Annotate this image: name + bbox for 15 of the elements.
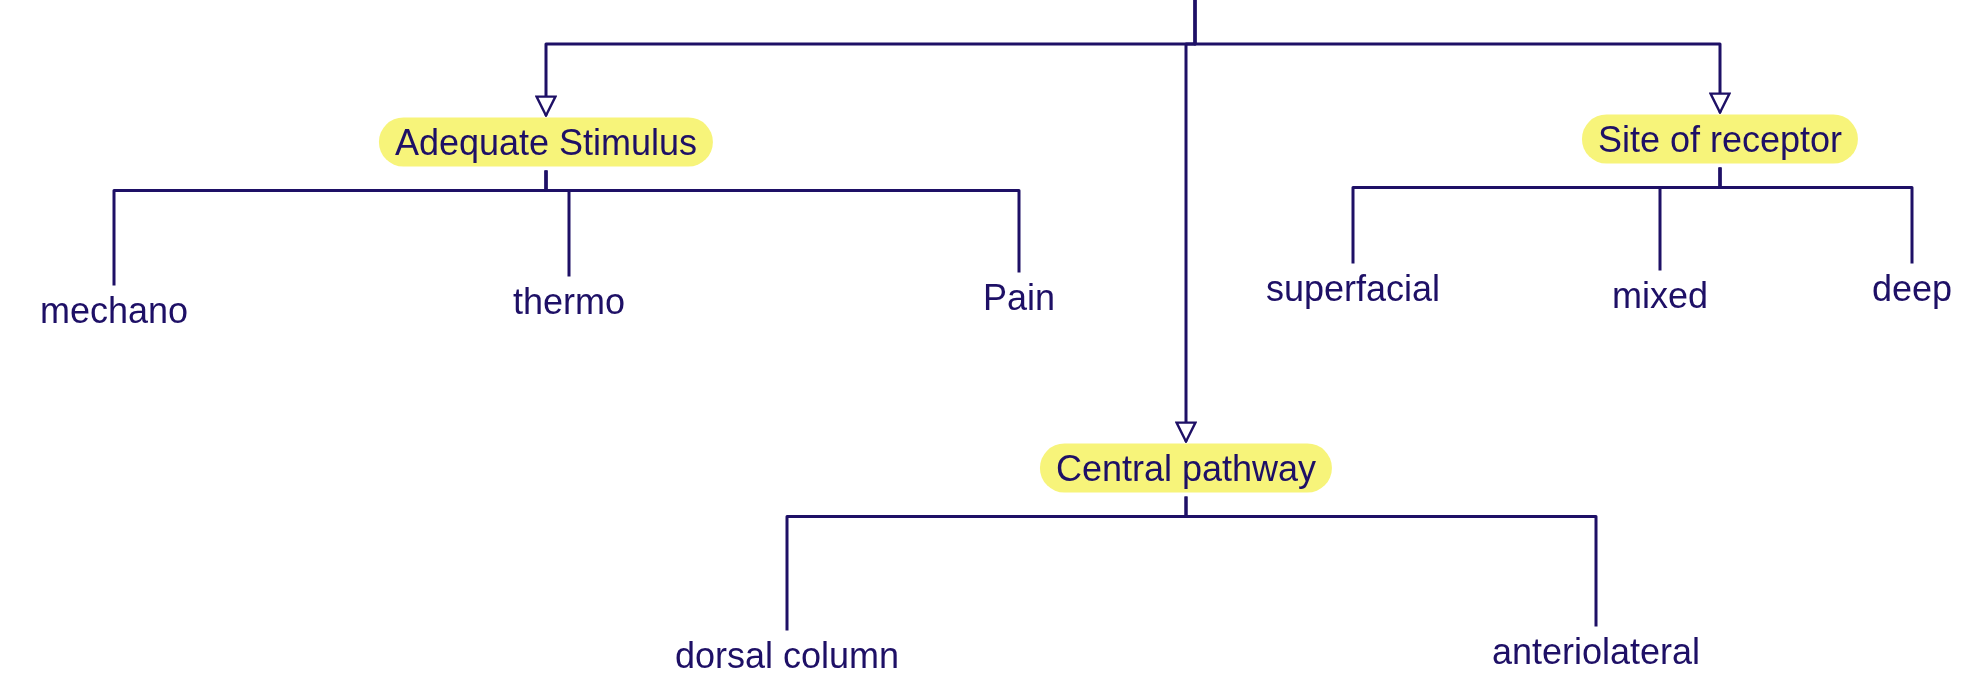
bracket-line xyxy=(1184,496,1598,627)
category-label: Pain xyxy=(982,274,1056,320)
category-label: anteriolateral xyxy=(1491,628,1701,674)
category-label: deep xyxy=(1871,265,1953,311)
category-label: superfacial xyxy=(1265,265,1441,311)
category-label: mixed xyxy=(1612,272,1708,318)
highlighted-heading: Central pathway xyxy=(1039,443,1333,493)
bracket-line xyxy=(544,170,1021,273)
category-label: thermo xyxy=(513,278,625,324)
bracket-line xyxy=(1718,167,1914,264)
arrow xyxy=(1193,0,1731,114)
category-label: mechano xyxy=(39,287,189,333)
category-label: dorsal column xyxy=(674,632,900,678)
highlighted-heading: Site of receptor xyxy=(1581,114,1859,164)
highlighted-heading: Adequate Stimulus xyxy=(378,117,714,167)
